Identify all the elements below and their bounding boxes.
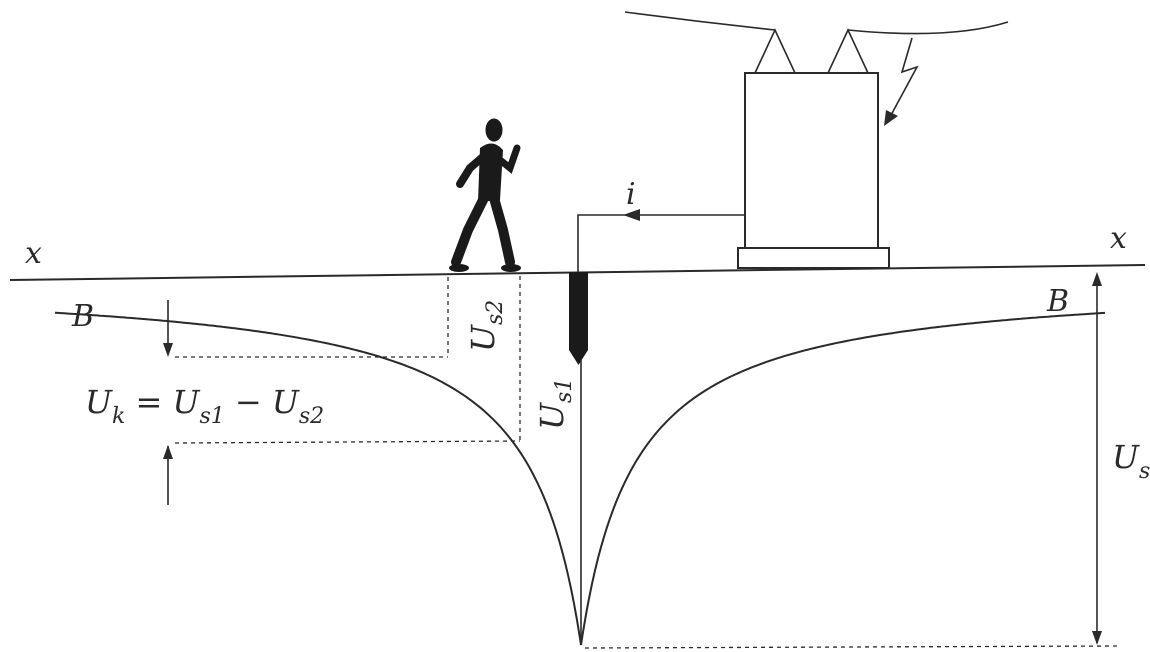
ground-electrode (569, 272, 588, 365)
b-label-left: B (71, 299, 94, 334)
current-label: i (626, 177, 636, 212)
x-label-left: x (25, 236, 42, 271)
level-us1-dashed (174, 440, 521, 444)
substation-body (744, 72, 879, 249)
substation (624, 11, 1009, 269)
lightning-arrowhead-icon (884, 110, 898, 126)
uk-equation: Uk = Us1 − Us2 (85, 383, 324, 429)
us-arrowhead-top-icon (1092, 272, 1102, 286)
x-label-right: x (1110, 221, 1127, 256)
potential-curve (54, 311, 1106, 646)
insulator-left (753, 28, 797, 74)
current-arrow-icon (623, 209, 640, 221)
us2-label: Us2 (464, 300, 508, 352)
us-label: Us (1112, 438, 1150, 484)
us-arrowhead-bottom-icon (1092, 631, 1102, 645)
current-wire (577, 214, 745, 275)
power-line-right (847, 21, 1009, 35)
us1-label: Us1 (533, 378, 577, 430)
walking-person-icon (449, 118, 521, 272)
b-label-right: B (1046, 284, 1069, 319)
uk-arrowhead-top-icon (163, 343, 173, 357)
uk-arrowhead-bottom-icon (163, 445, 173, 459)
lightning-bolt-icon (889, 37, 919, 118)
level-us-dashed (584, 645, 1119, 649)
insulator-right (826, 28, 870, 74)
power-line-left (624, 11, 776, 31)
substation-base (737, 247, 890, 269)
